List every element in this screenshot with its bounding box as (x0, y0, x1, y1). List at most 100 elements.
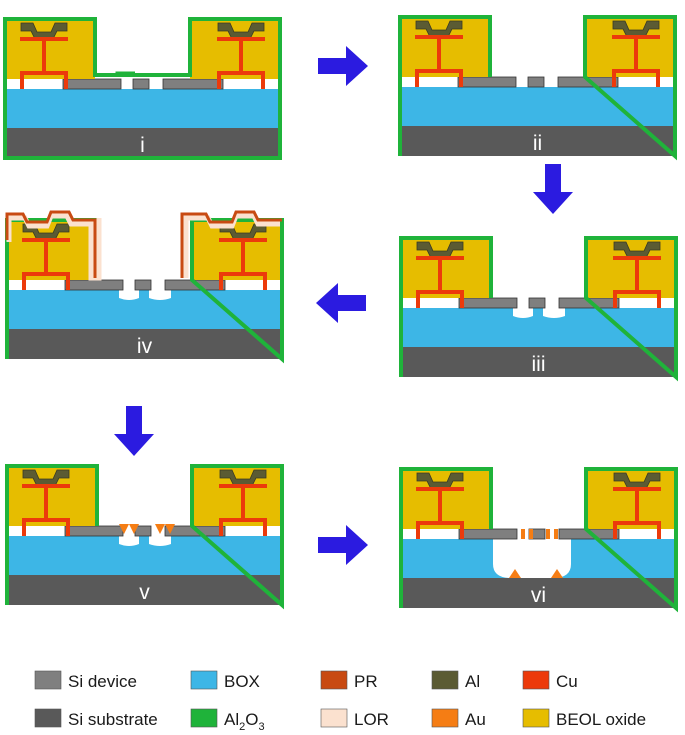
legend-swatch (190, 708, 218, 728)
si-substrate (5, 128, 280, 158)
legend-swatch (522, 708, 550, 728)
si-device-center (528, 297, 546, 309)
released-cavity (493, 539, 571, 578)
beol-oxide-block (585, 19, 675, 77)
legend-swatch (522, 670, 550, 690)
al-pad (219, 469, 267, 487)
panel-i: i (3, 17, 282, 160)
si-device-right (162, 78, 224, 90)
legend-item-lor: LOR (320, 708, 389, 729)
si-device-left (458, 297, 518, 309)
legend-swatch (320, 708, 348, 728)
legend-label: Si substrate (68, 710, 158, 729)
legend-swatch (431, 670, 459, 690)
legend-item-pr: PR (320, 670, 378, 691)
al-pad (416, 472, 464, 490)
au-strip (554, 529, 558, 539)
panel-label: v (139, 581, 150, 604)
au-strip (529, 529, 533, 539)
si-device-left (458, 528, 518, 540)
beol-oxide-block (7, 468, 97, 526)
al2o3-passivation (399, 236, 678, 382)
legend-item-box: BOX (190, 670, 260, 691)
panel-label: iii (532, 353, 546, 376)
undercut-notch (513, 308, 533, 318)
beol-oxide-block (192, 468, 282, 526)
al2o3-passivation (3, 17, 282, 160)
legend-item-cu: Cu (522, 670, 578, 691)
undercut-notch (149, 290, 171, 300)
al-pad (613, 472, 661, 490)
legend-item-si_device: Si device (34, 670, 137, 691)
al2o3-passivation (5, 464, 284, 610)
legend-item-au: Au (431, 708, 486, 729)
panel-label: iv (137, 335, 153, 358)
beol-oxide-block (586, 240, 676, 298)
panel-v: v (5, 464, 284, 610)
arrow-shape (318, 46, 368, 86)
beol-oxide-block (400, 19, 490, 77)
legend-item-beol_oxide: BEOL oxide (522, 708, 646, 729)
legend-label: LOR (354, 710, 389, 729)
au-tip (119, 524, 129, 534)
legend-label: BOX (224, 672, 260, 691)
panel-ii: ii (398, 15, 677, 161)
legend-swatch (34, 708, 62, 728)
arrows-layer (114, 46, 573, 565)
box-layer (401, 308, 676, 347)
pr-layer (5, 210, 97, 278)
beol-oxide-block (7, 222, 97, 280)
box-layer (7, 290, 282, 329)
beol-oxide-block (190, 21, 280, 79)
si-device-center (132, 78, 150, 90)
panel-iv: iv (5, 210, 284, 364)
legend: Si device BOX PR Al Cu Si substrate Al2O3 LOR Au… (34, 670, 646, 733)
si-device-center (134, 279, 152, 291)
arrow-shape (114, 406, 154, 456)
box-layer (7, 536, 282, 575)
panel-label: ii (533, 132, 542, 155)
legend-label: PR (354, 672, 378, 691)
panel-label: vi (531, 584, 546, 607)
legend-item-al2o3: Al2O3 (190, 708, 265, 733)
au-dot (551, 569, 563, 578)
arrow-left (316, 283, 366, 323)
lor-layer (183, 213, 280, 278)
al-pad (217, 22, 265, 40)
pr-layer (180, 210, 282, 278)
legend-label: Au (465, 710, 486, 729)
legend-swatch (34, 670, 62, 690)
au-strip (546, 529, 550, 539)
si-device-left (64, 279, 124, 291)
arrow-right (318, 46, 368, 86)
al-pad (613, 241, 661, 259)
si-device-center (134, 525, 152, 537)
legend-swatch (431, 708, 459, 728)
al-pad (415, 20, 463, 38)
legend-item-al: Al (431, 670, 480, 691)
si-substrate (401, 578, 676, 608)
si-substrate (7, 329, 282, 359)
panel-label: i (140, 134, 145, 157)
al-pad (612, 20, 660, 38)
legend-swatch (320, 670, 348, 690)
al2o3-passivation (398, 15, 677, 161)
legend-label: BEOL oxide (556, 710, 646, 729)
undercut-notch (119, 536, 139, 546)
si-substrate (401, 347, 676, 377)
au-dot (509, 569, 521, 578)
beol-oxide-block (401, 240, 491, 298)
si-device-left (457, 76, 517, 88)
al-pad (20, 22, 68, 40)
legend-label: Cu (556, 672, 578, 691)
arrow-shape (316, 283, 366, 323)
beol-oxide-block (5, 21, 95, 79)
si-device-center (527, 76, 545, 88)
undercut-notch (119, 290, 139, 300)
box-layer (400, 87, 675, 126)
legend-label: Al (465, 672, 480, 691)
panel-vi: vi (399, 467, 678, 613)
arrow-right (318, 525, 368, 565)
